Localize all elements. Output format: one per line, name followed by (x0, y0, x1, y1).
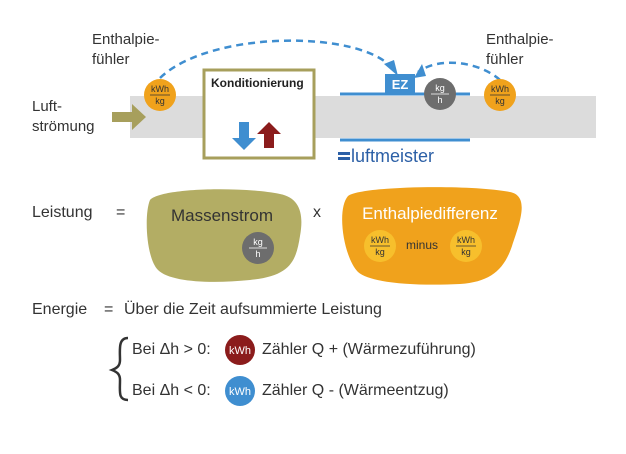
unit-kwh-num: kWh (491, 84, 509, 94)
signal-arrowhead-left-icon (384, 60, 398, 76)
unit-kg-den: h (255, 249, 260, 259)
power-equals: = (116, 204, 126, 221)
counter-positive-badge-text: kWh (229, 345, 251, 357)
enthalpy-difference-label: Enthalpiedifferenz (362, 204, 498, 223)
airflow-arrow-icon (112, 104, 146, 130)
minus-label: minus (406, 238, 438, 252)
case-positive-text: Zähler Q + (Wärmezuführung) (262, 341, 476, 358)
right-sensor-label-line1: Enthalpie- (486, 31, 554, 48)
unit-kg-num: kg (435, 83, 445, 93)
left-sensor-label-line2: fühler (92, 51, 130, 68)
energy-definition: Über die Zeit aufsummierte Leistung (124, 301, 382, 318)
power-label: Leistung (32, 204, 93, 221)
times-sign: x (313, 204, 321, 221)
left-sensor-label-line1: Enthalpie- (92, 31, 160, 48)
case-negative-condition: Bei Δh < 0: (132, 382, 211, 399)
luftmeister-logo: luftmeister (338, 146, 434, 166)
unit-kg-den: h (437, 95, 442, 105)
conditioning-label: Konditionierung (211, 76, 304, 90)
airflow-label-line1: Luft- (32, 98, 63, 115)
case-negative-text: Zähler Q - (Wärmeentzug) (262, 382, 449, 399)
counter-positive-badge-icon (225, 335, 255, 365)
brand-text: luftmeister (351, 146, 434, 166)
unit-kwh-num: kWh (457, 235, 475, 245)
conditioning-box (202, 68, 316, 160)
case-positive-condition: Bei Δh > 0: (132, 341, 211, 358)
counter-negative-badge-icon (225, 376, 255, 406)
unit-kwh-den: kg (495, 96, 505, 106)
mass-flow-label: Massenstrom (171, 206, 273, 225)
unit-kwh-den: kg (155, 96, 165, 106)
cooling-arrow-down-icon (232, 122, 256, 150)
counter-negative-badge-text: kWh (229, 386, 251, 398)
unit-kwh-den: kg (461, 247, 471, 257)
energy-label: Energie (32, 301, 88, 318)
right-sensor-label-line2: fühler (486, 51, 524, 68)
case-brace (108, 336, 129, 402)
signal-arc-left (159, 39, 393, 79)
energy-counter-label: EZ (392, 77, 409, 92)
signal-arrowhead-right-icon (414, 64, 426, 78)
unit-kg-num: kg (253, 237, 263, 247)
air-duct (130, 96, 596, 138)
energy-counter-box (385, 74, 415, 94)
energy-equals: = (104, 301, 114, 318)
heating-arrow-up-icon (257, 122, 281, 148)
unit-kwh-den: kg (375, 247, 385, 257)
unit-kwh-num: kWh (371, 235, 389, 245)
unit-kwh-num: kWh (151, 84, 169, 94)
mass-flow-blob (146, 189, 302, 282)
airflow-label-line2: strömung (32, 118, 95, 135)
